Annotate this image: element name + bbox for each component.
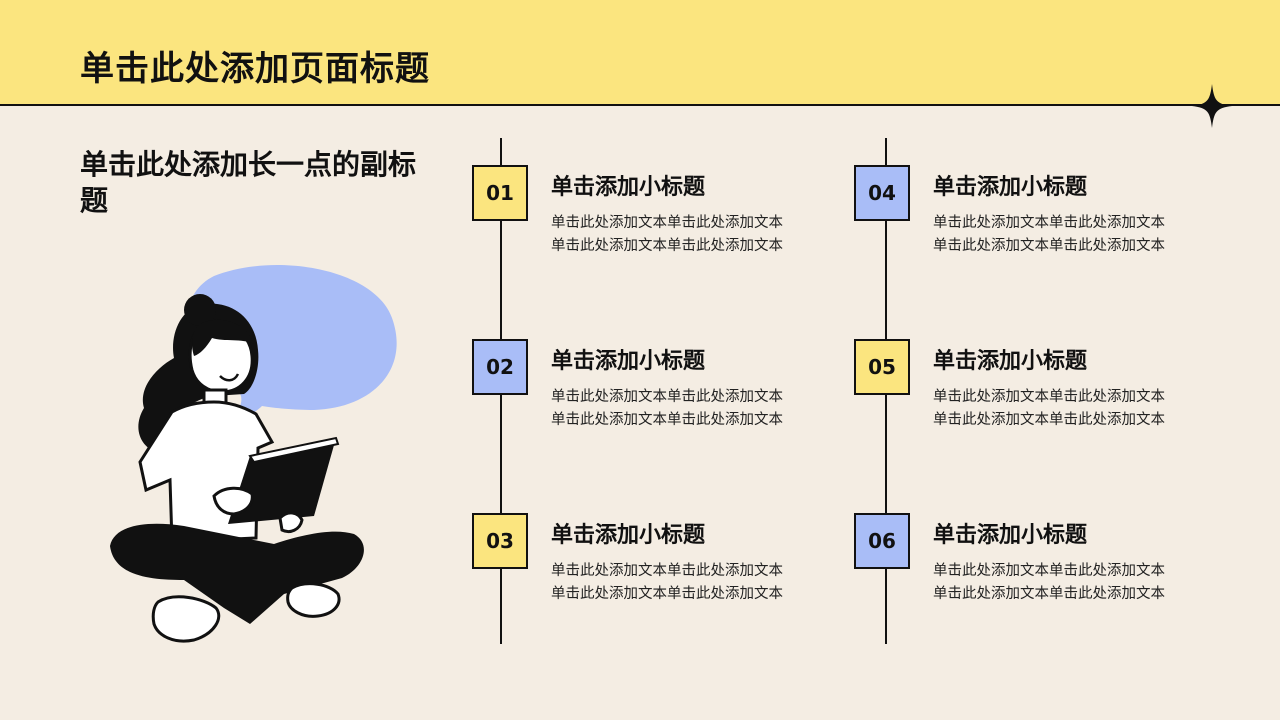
step-title[interactable]: 单击添加小标题: [933, 523, 1088, 548]
step-text-line[interactable]: 单击此处添加文本单击此处添加文本: [933, 238, 1165, 254]
reading-woman-illustration: [110, 265, 397, 643]
step-text-line[interactable]: 单击此处添加文本单击此处添加文本: [933, 412, 1165, 428]
step-text-line[interactable]: 单击此处添加文本单击此处添加文本: [551, 238, 783, 254]
step-number-box: 04: [854, 165, 910, 221]
step-text-line[interactable]: 单击此处添加文本单击此处添加文本: [933, 563, 1165, 579]
step-text-line[interactable]: 单击此处添加文本单击此处添加文本: [551, 389, 783, 405]
step-number-box: 01: [472, 165, 528, 221]
step-number-box: 03: [472, 513, 528, 569]
step-number: 04: [868, 181, 896, 205]
step-title[interactable]: 单击添加小标题: [551, 175, 706, 200]
step-number: 02: [486, 355, 514, 379]
step-text-line[interactable]: 单击此处添加文本单击此处添加文本: [551, 412, 783, 428]
step-text-line[interactable]: 单击此处添加文本单击此处添加文本: [551, 563, 783, 579]
step-text-line[interactable]: 单击此处添加文本单击此处添加文本: [933, 389, 1165, 405]
subtitle[interactable]: 单击此处添加长一点的副标题: [80, 148, 417, 217]
step-number-box: 05: [854, 339, 910, 395]
step-number: 06: [868, 529, 896, 553]
step-title[interactable]: 单击添加小标题: [551, 349, 706, 374]
step-number: 05: [868, 355, 896, 379]
sparkle-icon: [1192, 84, 1232, 128]
step-title[interactable]: 单击添加小标题: [933, 349, 1088, 374]
step-number: 03: [486, 529, 514, 553]
step-text-line[interactable]: 单击此处添加文本单击此处添加文本: [551, 215, 783, 231]
step-number-box: 06: [854, 513, 910, 569]
step-title[interactable]: 单击添加小标题: [551, 523, 706, 548]
step-text-line[interactable]: 单击此处添加文本单击此处添加文本: [933, 215, 1165, 231]
step-title[interactable]: 单击添加小标题: [933, 175, 1088, 200]
page-title[interactable]: 单击此处添加页面标题: [80, 49, 430, 89]
header-bar: [0, 0, 1280, 106]
step-text-line[interactable]: 单击此处添加文本单击此处添加文本: [933, 586, 1165, 602]
step-number: 01: [486, 181, 514, 205]
step-number-box: 02: [472, 339, 528, 395]
step-text-line[interactable]: 单击此处添加文本单击此处添加文本: [551, 586, 783, 602]
